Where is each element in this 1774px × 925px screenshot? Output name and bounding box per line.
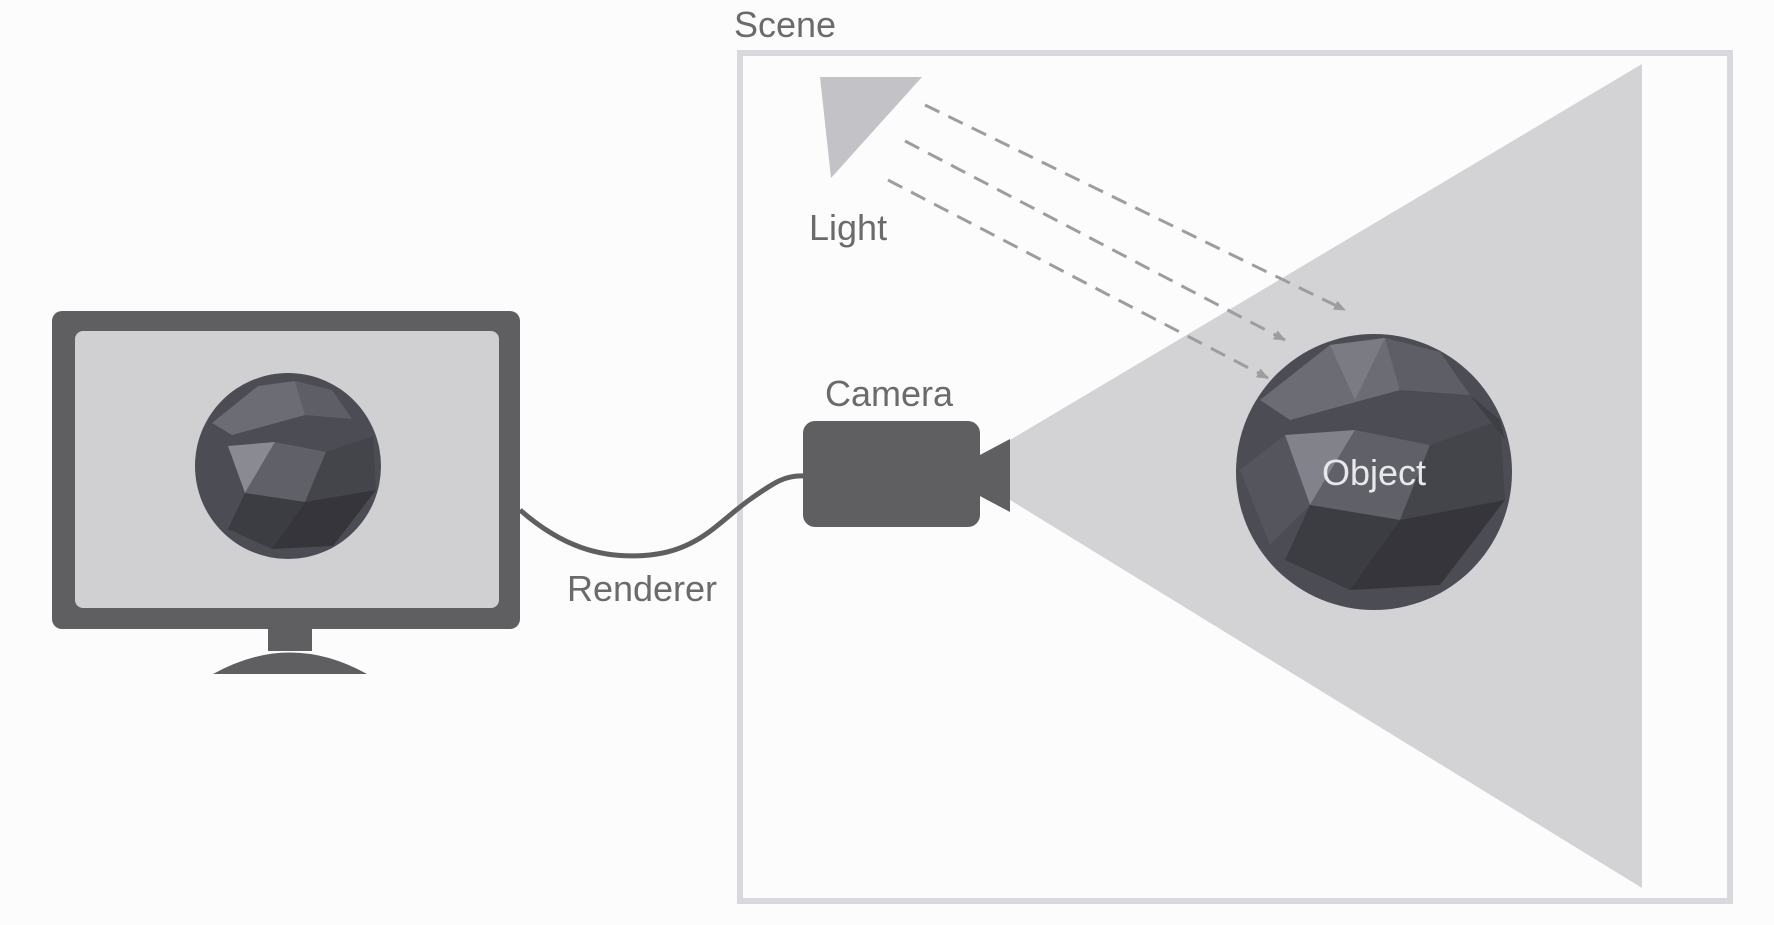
light-label: Light — [809, 207, 887, 248]
rendered-sphere-icon — [195, 373, 381, 559]
directional-light-icon — [820, 77, 922, 178]
light-ray — [887, 178, 1269, 380]
light-rays — [887, 103, 1346, 380]
light-ray — [904, 139, 1286, 342]
low-poly-sphere-icon — [1236, 334, 1512, 610]
object-label: Object — [1322, 452, 1426, 493]
scene-frame — [737, 50, 1733, 904]
renderer-label: Renderer — [567, 568, 717, 609]
scene-label: Scene — [734, 4, 836, 45]
camera-label: Camera — [825, 373, 954, 414]
renderer-cable — [518, 473, 806, 559]
camera-icon — [803, 421, 1010, 527]
light-ray — [924, 103, 1346, 312]
